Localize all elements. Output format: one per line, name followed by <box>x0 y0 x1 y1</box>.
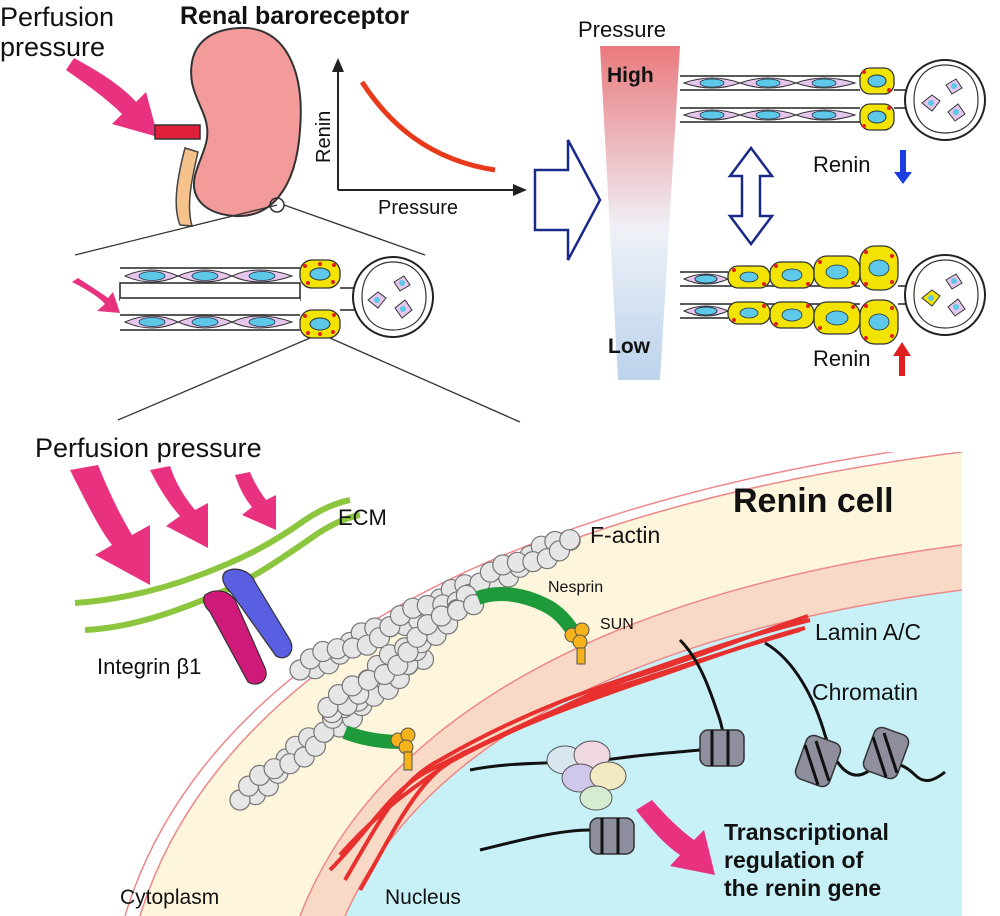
chromatin <box>469 638 946 855</box>
transcription-line1: Transcriptional <box>724 819 889 845</box>
pressure-arrow-icon-3 <box>235 472 276 530</box>
chromatin-label: Chromatin <box>812 679 918 705</box>
renin-pressure-graph: Renin Pressure <box>313 58 527 219</box>
graph-x-label: Pressure <box>378 197 458 219</box>
double-arrow-icon <box>727 145 775 247</box>
renin-cell-panel <box>55 452 962 916</box>
perfusion-arrows <box>70 465 276 585</box>
sun-label: SUN <box>600 616 634 633</box>
transcription-factor-complex <box>546 740 627 811</box>
glomerulus-small <box>340 256 434 338</box>
nucleosome <box>794 734 842 788</box>
lamin-label: Lamin A/C <box>815 619 921 645</box>
small-flow-arrow-icon <box>72 278 120 313</box>
nesprin-upper <box>475 587 585 644</box>
perfusion-label-line2: pressure <box>0 32 105 62</box>
cytoplasm-label: Cytoplasm <box>120 886 219 909</box>
renin-curve <box>359 80 496 173</box>
high-label: High <box>607 64 654 87</box>
nesprin-label: Nesprin <box>548 579 603 596</box>
kidney-icon <box>190 26 302 218</box>
nucleosome <box>862 726 910 780</box>
pressure-gradient-wedge <box>600 46 680 380</box>
f-actin-filaments <box>229 529 581 811</box>
top-left-panel: Perfusion pressure Renal baroreceptor Re… <box>0 2 527 423</box>
integrin-alpha-subunit <box>203 590 267 685</box>
integrin-label: Integrin β1 <box>97 654 201 679</box>
sun-protein-lower <box>390 727 416 771</box>
transcription-arrow-icon <box>636 800 715 875</box>
transcription-line2: regulation of <box>724 847 864 873</box>
graph-y-label: Renin <box>313 111 335 163</box>
f-actin-label: F-actin <box>590 522 660 548</box>
pressure-arrow-icon-2 <box>150 466 208 548</box>
transcription-line3: the renin gene <box>724 875 881 901</box>
renin-increase-label: Renin <box>813 346 870 371</box>
integrin-beta-subunit <box>222 568 293 659</box>
up-arrow-icon <box>893 342 911 376</box>
nucleus-label: Nucleus <box>385 886 461 909</box>
integrin-beta1 <box>203 568 293 685</box>
gradient-label: Pressure <box>578 17 666 42</box>
renin-decrease-label: Renin <box>813 152 870 177</box>
nucleosome <box>589 817 635 855</box>
low-label: Low <box>608 335 651 358</box>
vessel-high-pressure <box>680 59 986 141</box>
renin-cells-small <box>299 259 341 339</box>
outline-right-arrow-icon <box>533 139 602 261</box>
lamin-ac <box>328 614 811 892</box>
perfusion-pressure-label: Perfusion pressure <box>35 433 262 463</box>
vessel-low-pressure <box>680 245 986 345</box>
renin-cell-title: Renin cell <box>733 482 894 520</box>
nucleosome <box>699 729 745 767</box>
pressure-arrow-icon-1 <box>70 465 150 585</box>
renal-artery <box>154 124 201 140</box>
sun-protein-upper <box>564 622 590 665</box>
actin-bead <box>559 529 581 551</box>
renal-baroreceptor-title: Renal baroreceptor <box>180 2 410 30</box>
down-arrow-icon <box>894 150 912 184</box>
afferent-arteriole <box>119 256 434 339</box>
perfusion-arrow-icon <box>66 58 158 137</box>
ecm-label: ECM <box>338 505 387 530</box>
top-right-panel: Pressure High Low <box>533 17 986 380</box>
perfusion-label-line1: Perfusion <box>0 2 114 32</box>
